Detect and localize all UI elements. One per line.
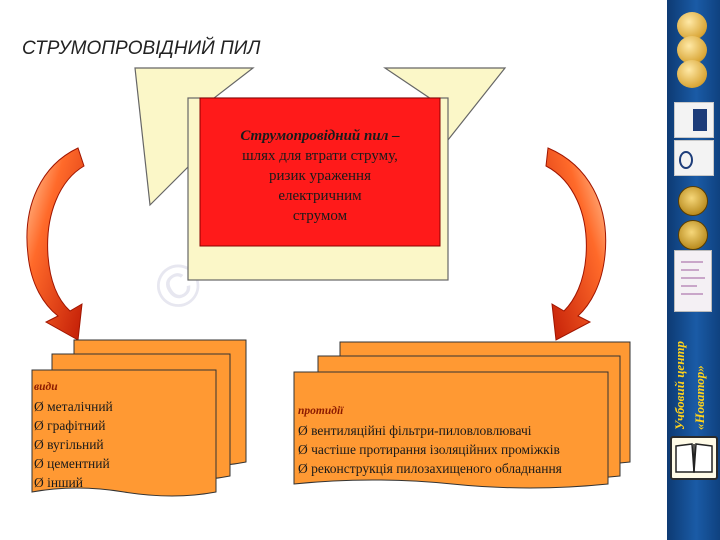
countermeasures-list: протидії вентиляційні фільтри-пиловловлю… — [298, 402, 562, 478]
list-item: металічний — [34, 397, 113, 416]
coin-icon — [677, 12, 707, 40]
right-curved-arrow — [545, 147, 607, 341]
list-item: вугільний — [34, 435, 113, 454]
certificate-icon — [674, 140, 714, 176]
list-item: цементний — [34, 454, 113, 473]
list-item: частіше протирання ізоляційних проміжків — [298, 440, 562, 459]
list-item: інший — [34, 473, 113, 492]
definition-line: ризик ураження — [269, 168, 371, 184]
coin-icon — [677, 60, 707, 88]
central-definition: Струмопровідний пил – шлях для втрати ст… — [200, 126, 440, 246]
document-icon — [674, 250, 712, 312]
slide-title: СТРУМОПРОВІДНИЙ ПИЛ — [22, 38, 261, 59]
countermeasures-heading: протидії — [298, 405, 344, 417]
definition-lead: Струмопровідний пил – — [240, 128, 400, 144]
sidebar-vertical-text: Учбовий центр — [672, 340, 687, 430]
coin-icon — [677, 36, 707, 64]
list-item: вентиляційні фільтри-пиловловлювачі — [298, 421, 562, 440]
medal-icon — [678, 220, 708, 250]
types-list: види металічний графітний вугільний цеме… — [34, 378, 113, 492]
definition-line: струмом — [292, 208, 348, 224]
medal-icon — [678, 186, 708, 216]
certificate-icon — [674, 102, 714, 138]
book-icon — [670, 436, 718, 480]
list-item: реконструкція пилозахищеного обладнання — [298, 459, 562, 478]
left-curved-arrow — [26, 147, 85, 341]
sidebar-vertical-text: «Новатор» — [692, 365, 707, 430]
definition-line: шлях для втрати струму, — [242, 148, 398, 164]
definition-line: електричним — [278, 188, 362, 204]
book-icon-glyph — [675, 443, 713, 473]
types-heading: види — [34, 381, 58, 393]
central-red-box — [199, 97, 441, 247]
list-item: графітний — [34, 416, 113, 435]
